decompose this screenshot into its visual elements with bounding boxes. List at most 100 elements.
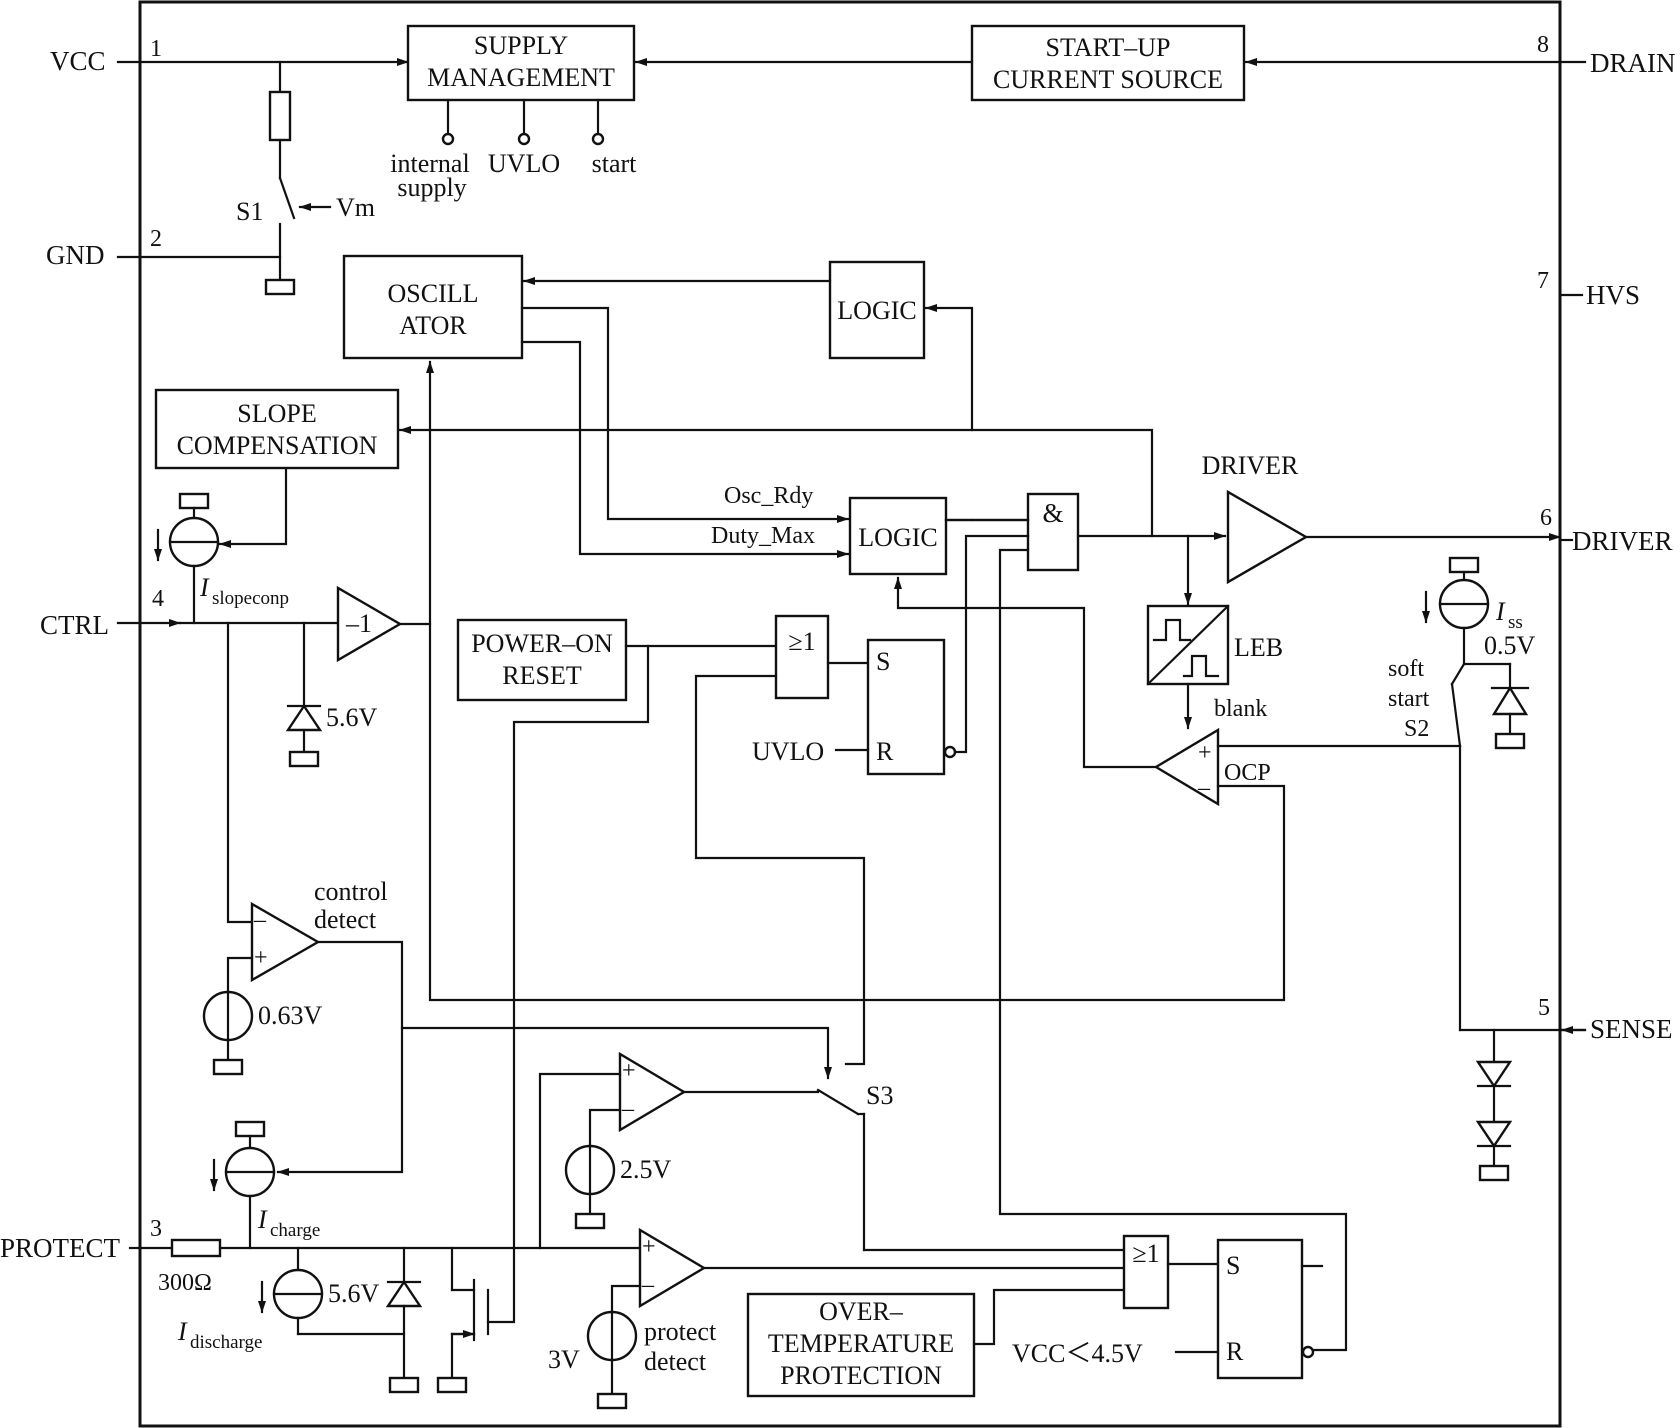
svg-text:≥1: ≥1: [788, 627, 815, 656]
power-on-reset-block: [456, 618, 628, 702]
svg-text:GND: GND: [46, 240, 105, 270]
svg-text:S2: S2: [1404, 716, 1429, 742]
sr-latch-2: [1216, 1238, 1304, 1380]
svg-text:1: 1: [150, 36, 162, 62]
svg-text:ss: ss: [1508, 612, 1523, 633]
svg-text:+: +: [642, 1234, 656, 1260]
svg-text:start: start: [1388, 686, 1430, 712]
svg-text:SUPPLY: SUPPLY: [474, 31, 568, 60]
svg-text:7: 7: [1537, 268, 1549, 294]
svg-text:DRIVER: DRIVER: [1572, 526, 1673, 556]
svg-text:S: S: [876, 647, 890, 676]
startup-current-source-block: [970, 24, 1246, 102]
uvlo-input-label: UVLO: [752, 737, 824, 766]
svg-text:&: &: [1042, 498, 1063, 528]
uvlo-output-label: UVLO: [488, 149, 560, 178]
svg-text:detect: detect: [644, 1347, 707, 1376]
svg-text:SENSE: SENSE: [1590, 1014, 1673, 1044]
pin-ctrl: CTRL 4: [40, 586, 164, 640]
ref-25v: [564, 1144, 616, 1230]
svg-text:S: S: [1226, 1251, 1240, 1280]
svg-text:–: –: [621, 1096, 635, 1122]
ocp-ref-to-osc-wire: [426, 360, 1286, 1002]
duty-max-label: Duty_Max: [711, 523, 815, 549]
svg-text:LOGIC: LOGIC: [837, 296, 916, 325]
svg-text:PROTECT: PROTECT: [0, 1233, 121, 1263]
svg-text:CURRENT SOURCE: CURRENT SOURCE: [993, 65, 1223, 94]
svg-text:S3: S3: [866, 1081, 893, 1110]
ic-package-outline: [138, 0, 1562, 1428]
svg-text:LOGIC: LOGIC: [858, 523, 937, 552]
logic-mid-block: [848, 496, 948, 576]
svg-text:OVER–: OVER–: [819, 1297, 904, 1326]
svg-text:2.5V: 2.5V: [620, 1155, 672, 1184]
ocp-to-logic-wire: [894, 576, 1158, 769]
svg-text:0.5V: 0.5V: [1484, 631, 1536, 660]
svg-text:3: 3: [150, 1216, 162, 1242]
osc-rdy-wire: [520, 306, 850, 523]
or-gate-1: [774, 614, 830, 700]
oscillator-block: [342, 254, 524, 360]
switch-s2: [1450, 662, 1466, 1032]
control-detect-label: control: [314, 877, 388, 906]
ref-063v: [202, 990, 254, 1076]
to-s3-wire: [400, 1026, 832, 1080]
svg-text:supply: supply: [397, 173, 466, 202]
slope-to-current-wire: [218, 468, 288, 548]
svg-text:SLOPE: SLOPE: [237, 399, 316, 428]
internal-supply-label: internal: [390, 149, 469, 178]
switch-s1: [268, 60, 332, 282]
svg-text:OSCILL: OSCILL: [388, 279, 479, 308]
pin-gnd: GND 2: [46, 226, 162, 270]
svg-text:DRAIN: DRAIN: [1590, 48, 1676, 78]
svg-text:I: I: [199, 573, 210, 602]
slope-compensation-block: [154, 388, 400, 470]
osc-rdy-label: Osc_Rdy: [724, 483, 813, 509]
svg-text:R: R: [876, 737, 894, 766]
svg-text:300Ω: 300Ω: [158, 1270, 212, 1296]
svg-text:START–UP: START–UP: [1046, 33, 1171, 62]
svg-text:VCC: VCC: [50, 46, 106, 76]
svg-text:8: 8: [1537, 32, 1549, 58]
driver-amp-label: DRIVER: [1202, 451, 1299, 480]
soft-start-label: soft: [1388, 656, 1424, 682]
pin-driver: DRIVER 6: [1540, 505, 1673, 556]
svg-text:HVS: HVS: [1586, 280, 1640, 310]
resistor-300: [170, 1238, 222, 1258]
svg-text:+: +: [622, 1058, 636, 1084]
ocp-comparator: [1153, 727, 1220, 807]
zener-ctrl: [285, 621, 323, 768]
svg-text:+: +: [254, 945, 268, 971]
pin-hvs: HVS 7: [1537, 268, 1640, 310]
svg-text:5.6V: 5.6V: [328, 1279, 380, 1308]
pin-protect: PROTECT 3: [0, 1216, 162, 1263]
switch-s3: [816, 1088, 866, 1252]
gnd-symbol: [264, 278, 296, 296]
comparator-25v: [618, 1051, 687, 1133]
svg-text:–: –: [253, 907, 267, 933]
vcc-low-label: VCC＜4.5V: [1012, 1339, 1143, 1368]
logic-top-block: [828, 260, 926, 360]
iss-current-source: [1422, 556, 1530, 750]
islope-current-source: [154, 492, 220, 625]
svg-text:I: I: [257, 1205, 268, 1234]
svg-text:+: +: [1198, 740, 1212, 766]
or-gate-2: [1122, 1234, 1170, 1310]
svg-text:TEMPERATURE: TEMPERATURE: [768, 1329, 954, 1358]
start-output-label: start: [592, 149, 638, 178]
svg-text:MANAGEMENT: MANAGEMENT: [427, 63, 615, 92]
pin-drain: DRAIN 8: [1537, 32, 1676, 78]
svg-text:≥1: ≥1: [1132, 1239, 1159, 1268]
zener-protect: [385, 1246, 423, 1394]
svg-text:RESET: RESET: [502, 661, 582, 690]
svg-text:0.63V: 0.63V: [258, 1001, 323, 1030]
feedback-to-slope-wire: [398, 426, 1154, 538]
supply-management-block: [406, 24, 636, 102]
svg-text:–: –: [641, 1272, 655, 1298]
svg-text:6: 6: [1540, 505, 1552, 531]
svg-text:charge: charge: [270, 1220, 320, 1241]
control-detect-comparator: [250, 901, 321, 983]
svg-text:2: 2: [150, 226, 162, 252]
svg-text:Vm: Vm: [336, 193, 375, 222]
